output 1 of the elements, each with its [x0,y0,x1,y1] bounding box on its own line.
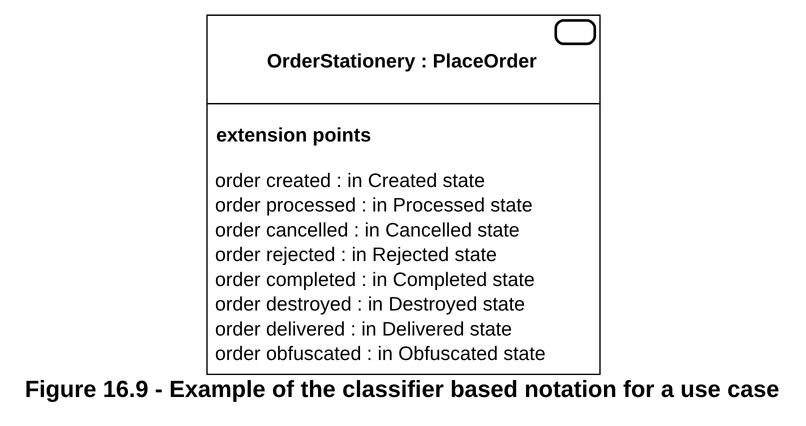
caption: Figure 16.9 - Example of the classifier based notation for a use case [24,376,779,402]
